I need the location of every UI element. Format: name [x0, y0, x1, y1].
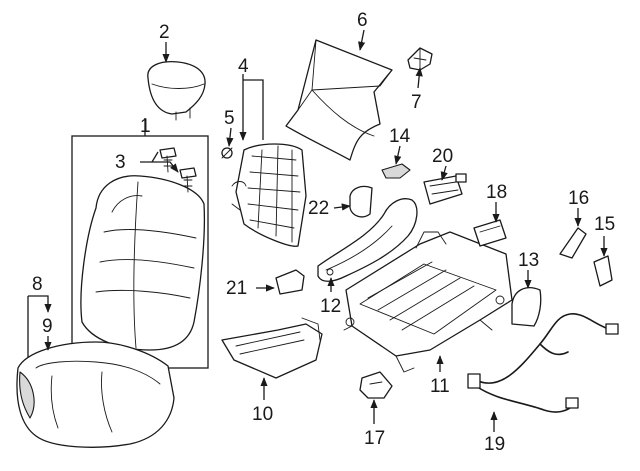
clip-part	[407, 47, 433, 71]
seatback-cover-part	[71, 135, 209, 369]
latch-part	[381, 163, 411, 179]
seatback-frame-part	[221, 143, 307, 247]
knob-part	[275, 269, 305, 295]
callout-14: 14	[389, 126, 411, 147]
cover-13-part	[511, 287, 542, 327]
callout-labels: 1 2 3 4 5 6 7 8 9 10 11 12 13 14 15 16 1…	[32, 10, 615, 455]
trim-16-part	[559, 227, 587, 259]
side-shield-part	[317, 198, 418, 282]
callout-8: 8	[32, 274, 43, 295]
trim-17-part	[359, 371, 393, 399]
callout-9: 9	[42, 316, 53, 337]
callout-2: 2	[159, 22, 170, 43]
callout-7: 7	[411, 92, 422, 113]
headrest-part	[147, 60, 206, 121]
bracket-18-part	[473, 219, 507, 247]
callout-1: 1	[140, 116, 151, 137]
seat-frame-part	[343, 231, 513, 373]
callout-11: 11	[430, 376, 450, 397]
callout-4: 4	[238, 56, 249, 77]
callout-16: 16	[568, 188, 589, 209]
harness-part	[467, 313, 619, 413]
callout-21: 21	[226, 278, 247, 299]
switch-part	[423, 173, 467, 205]
callout-15: 15	[594, 214, 615, 235]
callout-18: 18	[486, 182, 507, 203]
callout-5: 5	[224, 108, 235, 129]
callout-3: 3	[115, 152, 126, 173]
callout-12: 12	[320, 296, 341, 317]
callout-20: 20	[432, 146, 453, 167]
small-cover-22-part	[349, 185, 373, 218]
leader-lines	[27, 29, 608, 432]
seat-cushion-part	[16, 341, 175, 448]
bracket-15-part	[593, 255, 613, 287]
callout-10: 10	[252, 404, 273, 425]
back-board-part	[285, 39, 393, 161]
callout-19: 19	[484, 434, 505, 455]
callout-22: 22	[308, 198, 329, 219]
callout-13: 13	[518, 250, 539, 271]
callout-17: 17	[364, 428, 385, 449]
callout-6: 6	[357, 10, 368, 31]
tray-part	[221, 317, 323, 379]
